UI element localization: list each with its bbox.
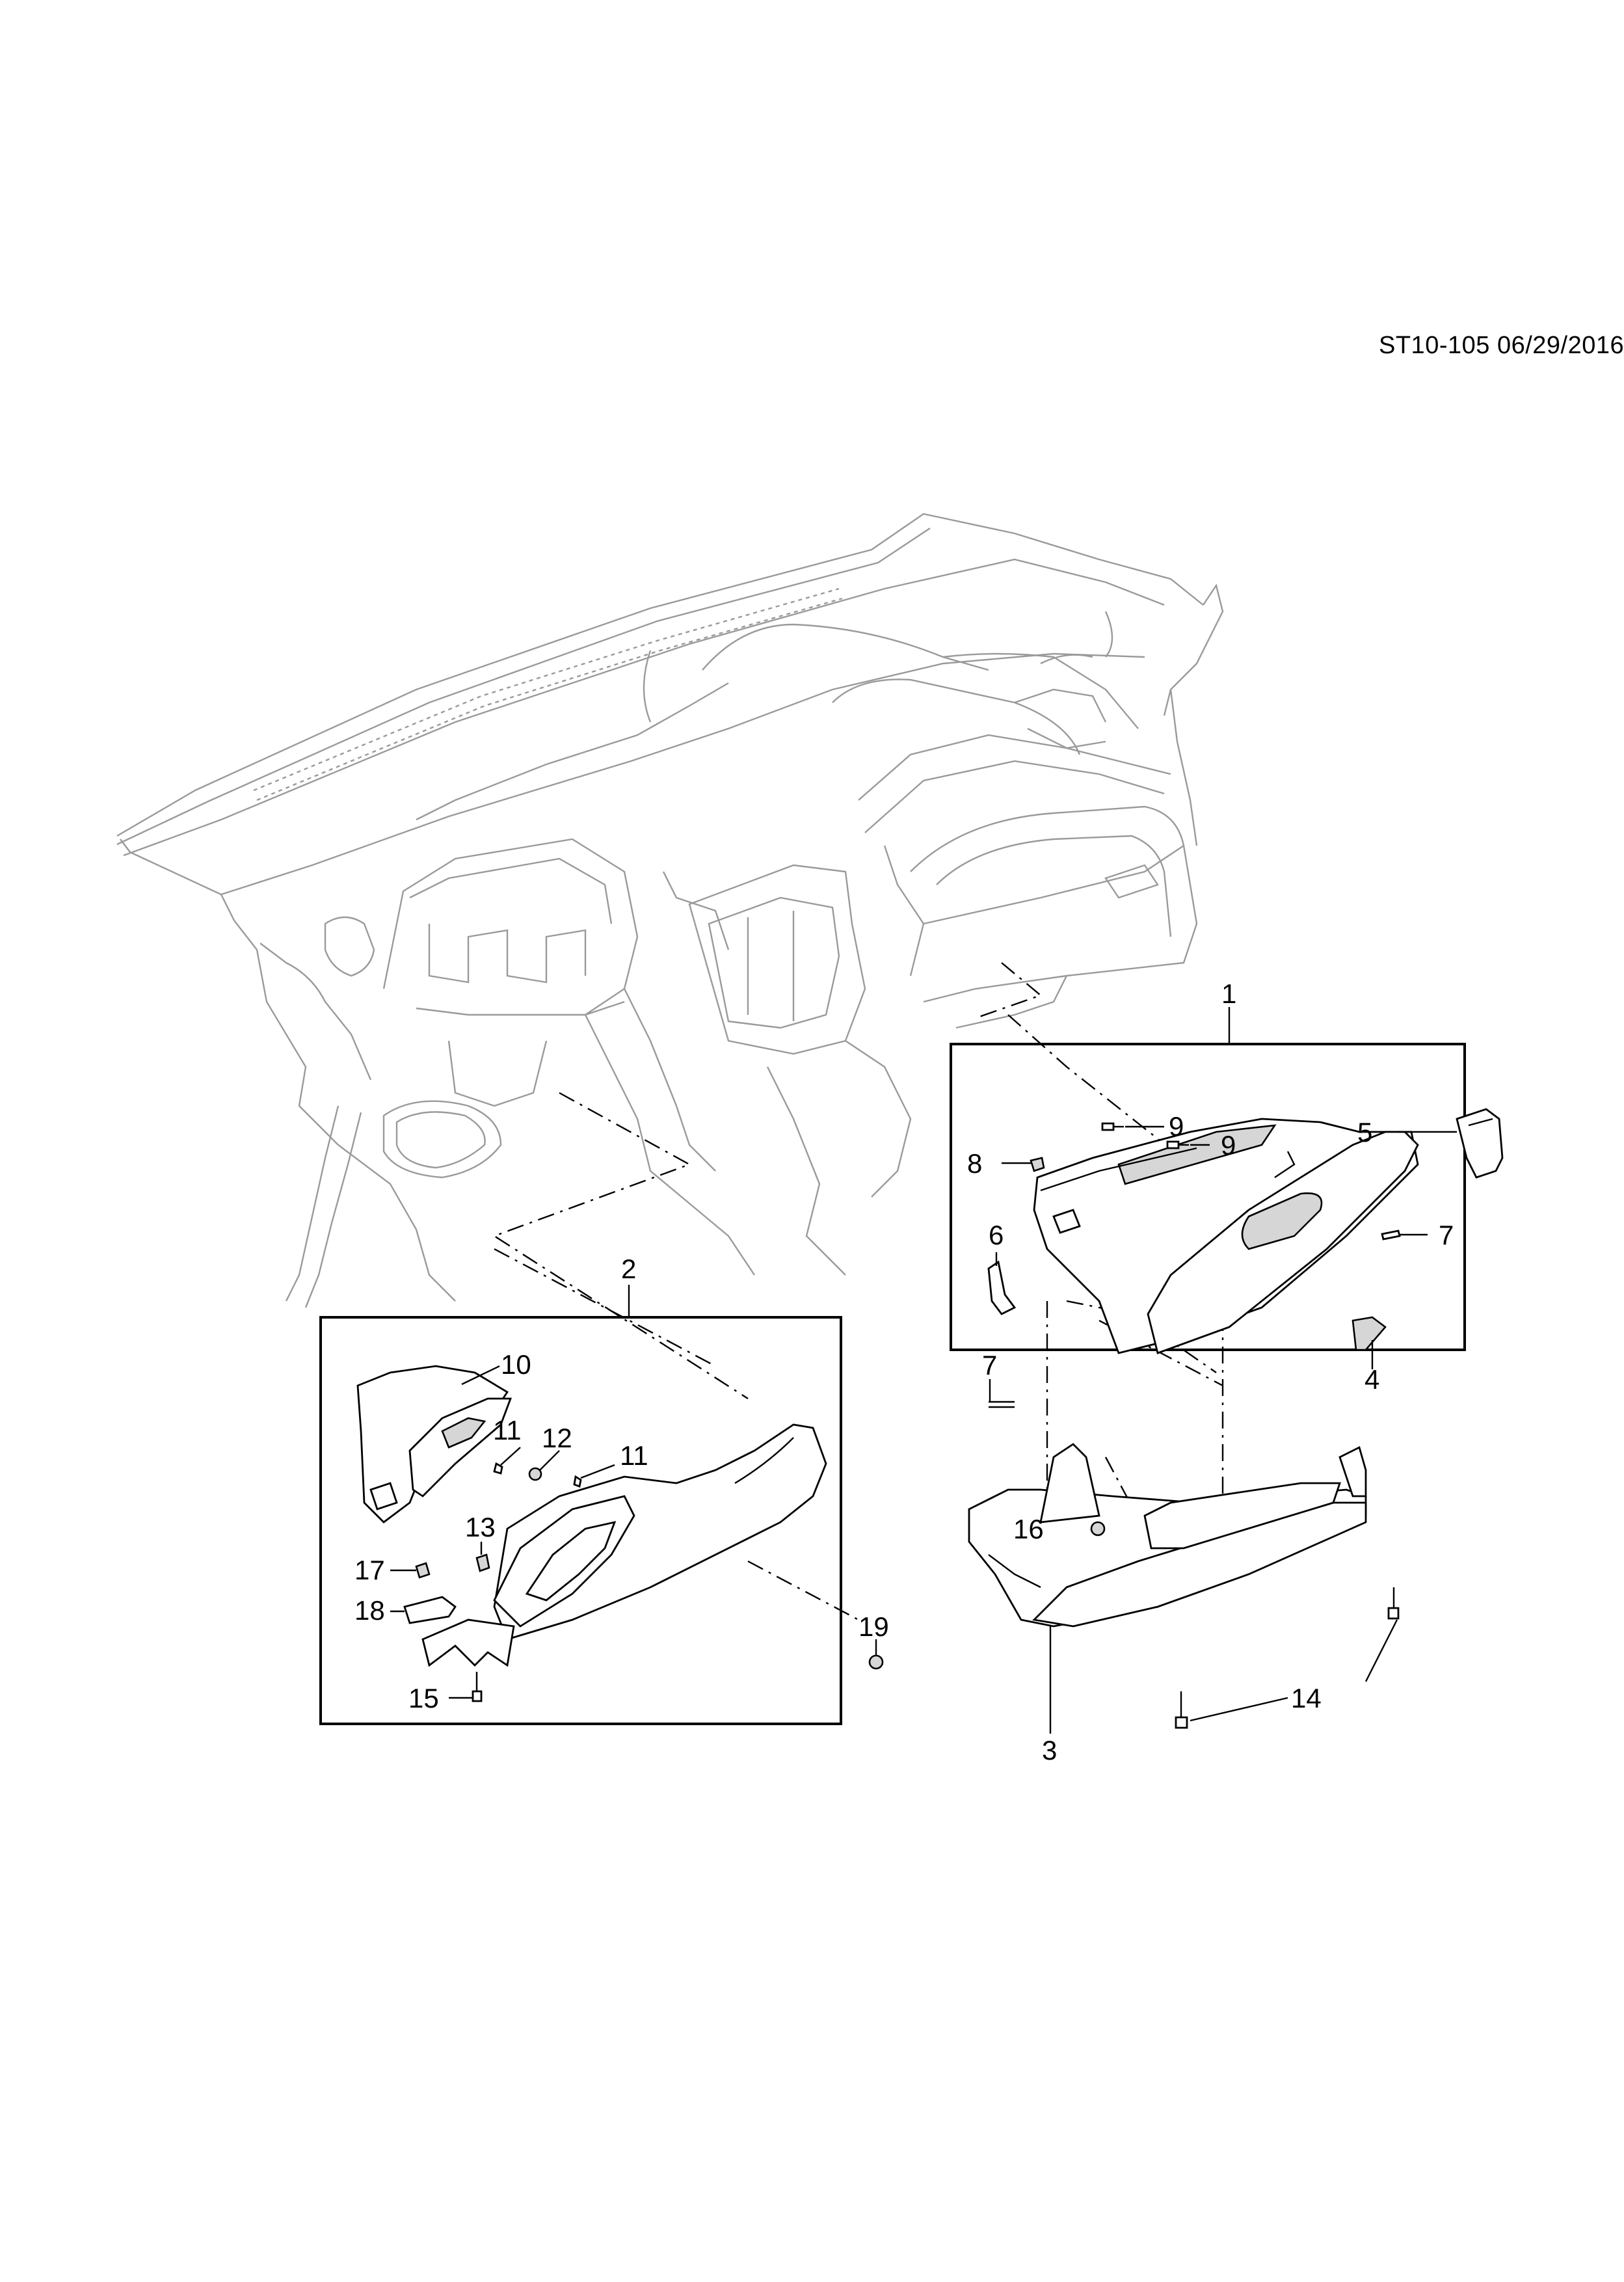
callout-7-right: 7 xyxy=(1439,1220,1454,1250)
callout-18: 18 xyxy=(354,1595,385,1626)
callout-19: 19 xyxy=(859,1611,889,1642)
callout-12: 12 xyxy=(542,1423,572,1453)
callout-11-right: 11 xyxy=(620,1440,648,1471)
callout-9-top: 9 xyxy=(1169,1111,1184,1142)
callout-13: 13 xyxy=(465,1512,496,1542)
callout-16: 16 xyxy=(1013,1514,1044,1544)
box2-fasteners xyxy=(403,1462,884,1702)
callout-4: 4 xyxy=(1364,1364,1379,1395)
callout-labels: 1 2 3 4 5 6 7 7 8 9 9 10 11 12 11 13 14 … xyxy=(354,978,1454,1765)
callout-17: 17 xyxy=(354,1555,385,1585)
callout-6: 6 xyxy=(989,1220,1004,1250)
box2-leaders xyxy=(390,1365,877,1699)
callout-8: 8 xyxy=(967,1148,982,1179)
storage-compartment-part xyxy=(356,1365,512,1524)
callout-11-left: 11 xyxy=(493,1415,522,1445)
callout-1: 1 xyxy=(1221,978,1236,1009)
callout-2: 2 xyxy=(621,1254,636,1284)
callout-3: 3 xyxy=(1042,1735,1057,1765)
box1-leaders xyxy=(989,1125,1457,1402)
callout-10: 10 xyxy=(501,1349,531,1380)
callout-7-left: 7 xyxy=(982,1350,997,1380)
instrument-panel-drawing xyxy=(116,513,1224,1308)
lower-leaders xyxy=(1049,1619,1398,1734)
group-box-2 xyxy=(319,1285,842,1725)
document-id: ST10-105 06/29/2016 xyxy=(1379,332,1624,359)
glove-box-compartment xyxy=(1033,1118,1419,1354)
group-box-1 xyxy=(950,1007,1466,1351)
knee-bolster-panel xyxy=(493,1423,827,1641)
lower-trim-panel xyxy=(968,1443,1400,1729)
glove-box-fasteners xyxy=(987,1108,1504,1408)
callout-5: 5 xyxy=(1357,1117,1372,1148)
callout-15: 15 xyxy=(408,1683,439,1713)
callout-9-lower: 9 xyxy=(1221,1130,1236,1161)
callout-14: 14 xyxy=(1291,1683,1322,1713)
